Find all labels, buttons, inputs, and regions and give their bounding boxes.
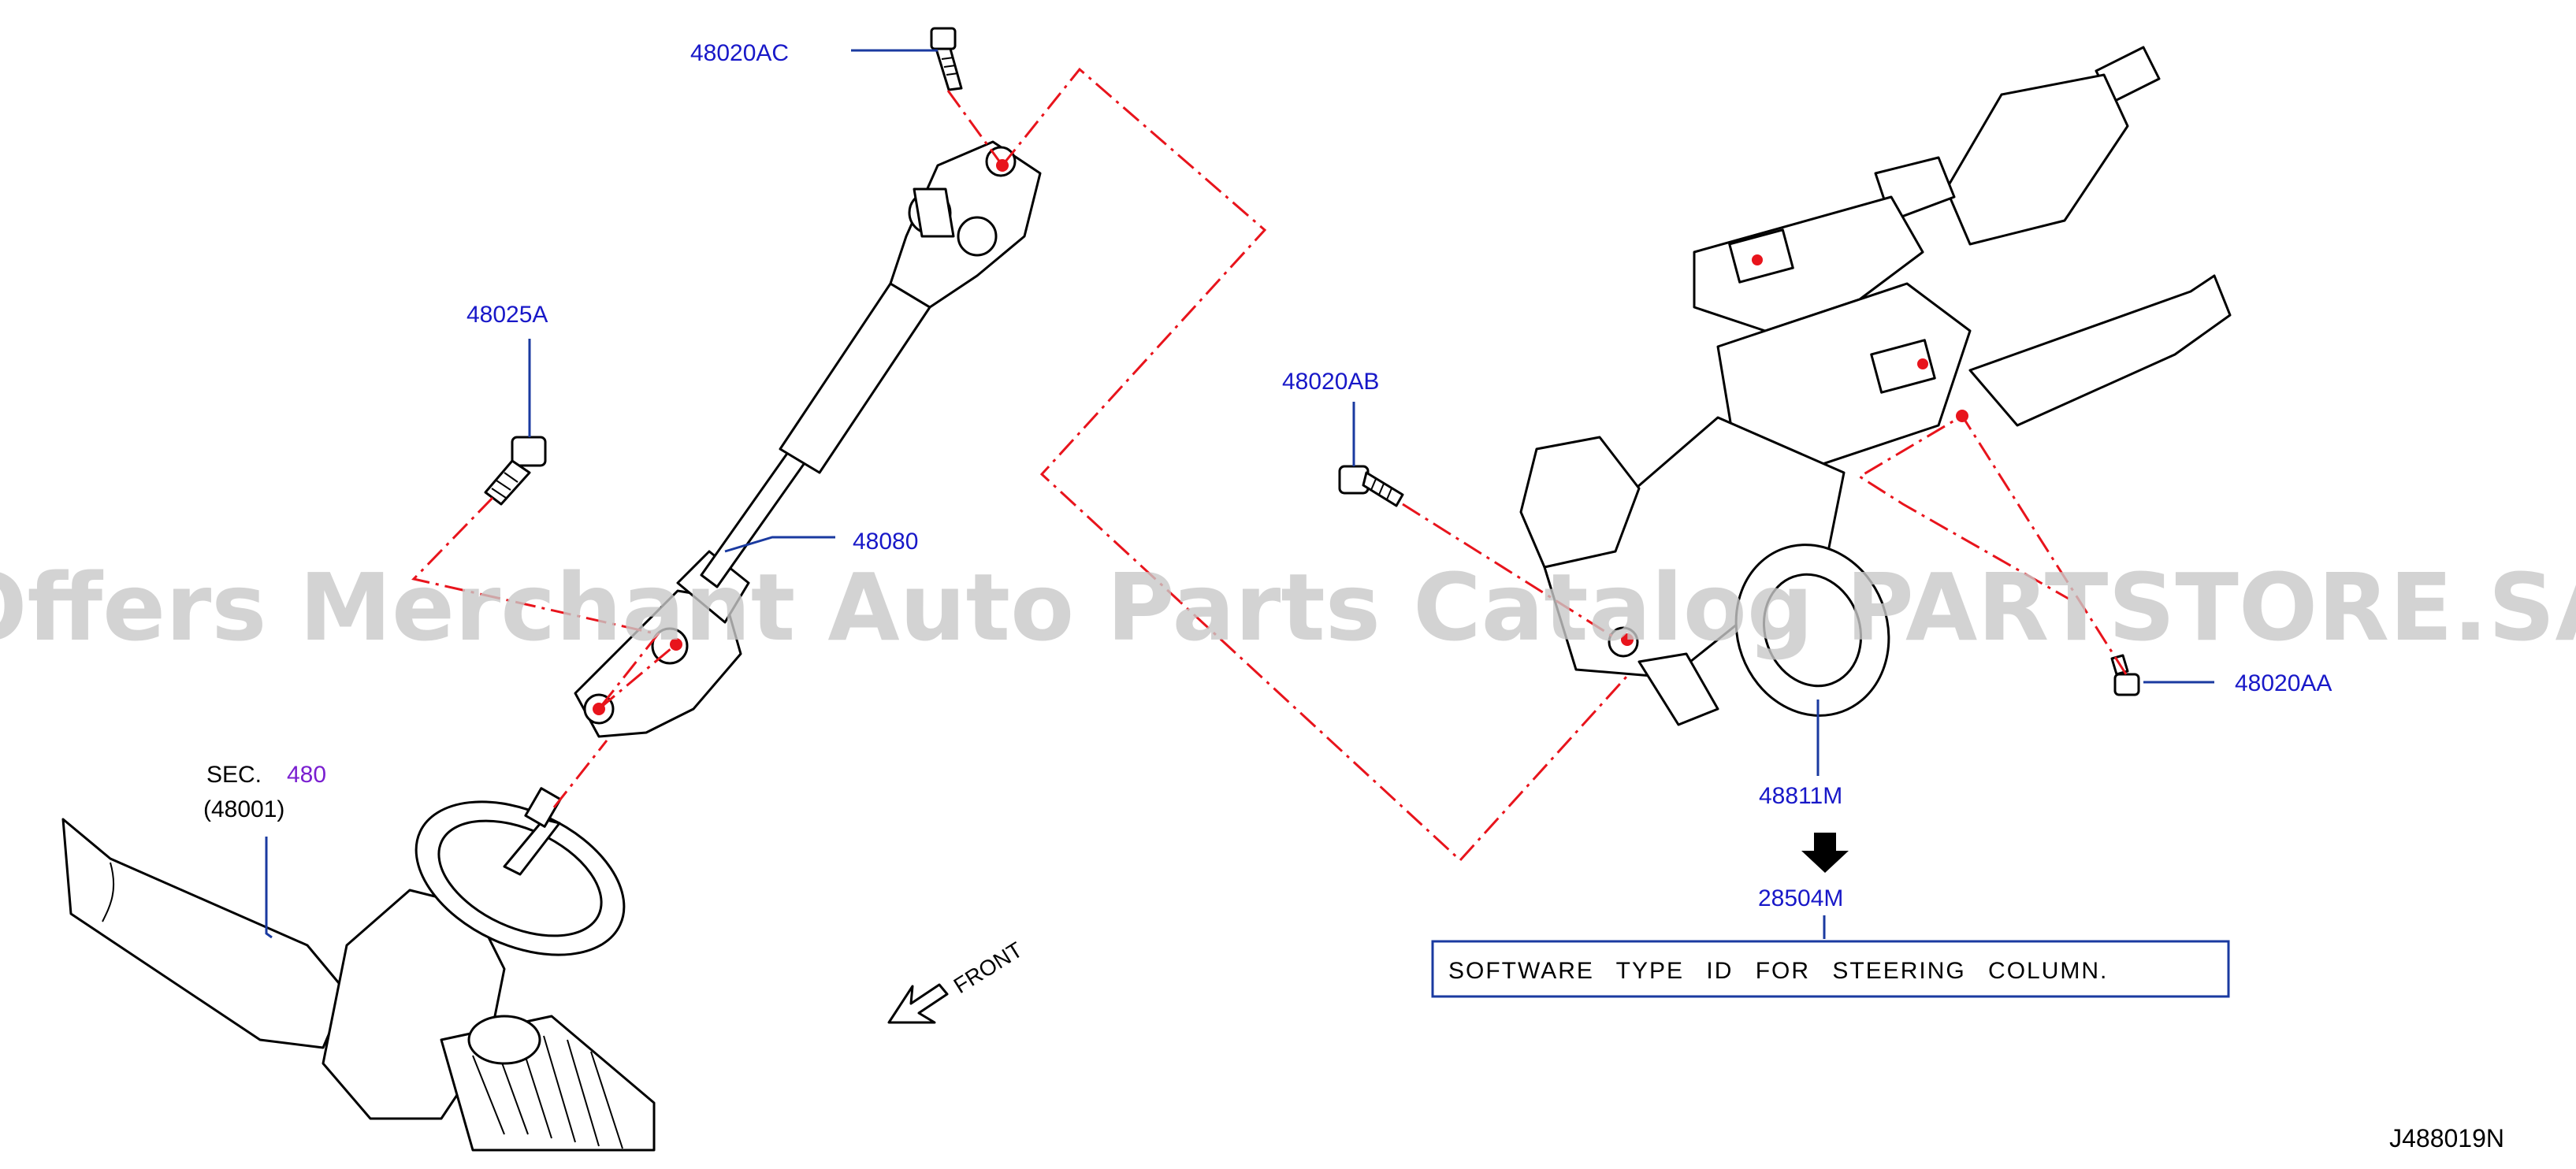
diagram-code: J488019N [2389, 1124, 2504, 1152]
intermediate-shaft-48080 [574, 140, 1042, 738]
label-48020AB: 48020AB [1282, 369, 1379, 395]
steering-gear-assembly [61, 787, 656, 1152]
assembly-reference-lines [411, 67, 2128, 863]
section-prefix: SEC. [206, 762, 262, 788]
section-number-link[interactable]: 480 [287, 762, 326, 788]
bolt-48020AC [930, 27, 963, 91]
steering-column-assembly-48811M [1519, 46, 2232, 726]
bolt-48020AB [1338, 465, 1404, 507]
callout-leader-lines [265, 49, 2214, 939]
software-note-box: SOFTWARE TYPE ID FOR STEERING COLUMN. [1431, 940, 2230, 998]
label-48080: 48080 [853, 529, 918, 555]
label-48020AA: 48020AA [2235, 670, 2332, 696]
front-direction-arrow-icon [887, 983, 949, 1024]
label-48020AC: 48020AC [690, 40, 789, 66]
watermark-text: Offers Merchant Auto Parts Catalog PARTS… [0, 553, 2576, 662]
label-48025A: 48025A [467, 302, 548, 328]
front-label: FRONT [950, 937, 1027, 998]
arrow-down-icon [1801, 833, 1849, 873]
software-note-text: SOFTWARE TYPE ID FOR STEERING COLUMN. [1448, 958, 2108, 984]
label-28504M: 28504M [1758, 885, 1843, 911]
section-sub-ref: (48001) [203, 796, 284, 822]
section-reference: SEC. 480 (48001) [203, 762, 326, 822]
bolt-48025A [484, 436, 547, 506]
label-48811M: 48811M [1759, 783, 1842, 809]
front-direction-indicator: FRONT [887, 937, 1027, 1024]
